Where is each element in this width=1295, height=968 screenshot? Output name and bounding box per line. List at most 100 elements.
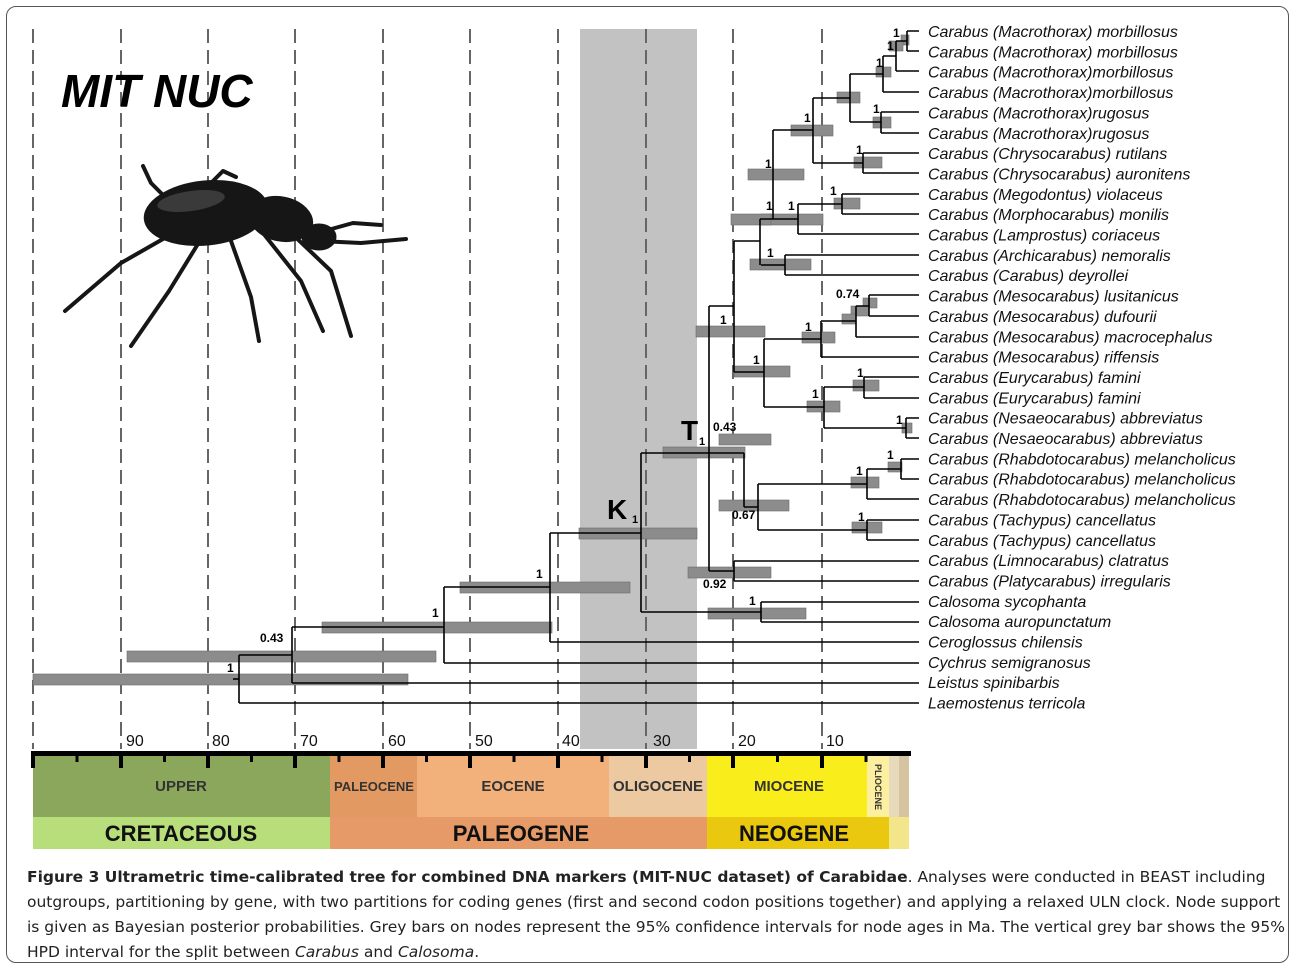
axis-tick-label: 30 — [653, 733, 671, 750]
support-value: 1 — [812, 387, 819, 401]
caption-title: Figure 3 Ultrametric time-calibrated tre… — [27, 868, 908, 886]
taxon-label: Carabus (Eurycarabus) famini — [928, 390, 1141, 407]
taxon-label: Carabus (Tachypus) cancellatus — [928, 533, 1156, 550]
taxon-label: Carabus (Mesocarabus) dufourii — [928, 309, 1157, 326]
k1-subscript: 1 — [632, 514, 638, 526]
epoch-label-upper: UPPER — [155, 778, 207, 795]
support-value: 0.92 — [703, 577, 727, 591]
panel-title: MIT NUC — [61, 65, 253, 117]
k1-label: K — [607, 494, 627, 525]
taxon-label: Carabus (Macrothorax) morbillosus — [928, 44, 1178, 61]
taxon-label: Carabus (Eurycarabus) famini — [928, 370, 1141, 387]
caption-text-2: and — [359, 943, 398, 961]
taxon-label: Calosoma sycophanta — [928, 594, 1086, 611]
support-value: 0.43 — [713, 420, 737, 434]
support-value: 1 — [887, 39, 894, 53]
hpd-band — [580, 29, 697, 749]
support-value: 1 — [857, 366, 864, 380]
epoch-label-pliocene: PLIOCENE — [873, 764, 883, 810]
caption-genus-1: Carabus — [295, 943, 359, 961]
support-value: 1 — [536, 567, 543, 581]
caption-genus-2: Calosoma — [398, 943, 474, 961]
taxon-label: Carabus (Limnocarabus) clatratus — [928, 553, 1169, 570]
taxon-label: Carabus (Mesocarabus) macrocephalus — [928, 329, 1213, 346]
taxon-label: Carabus (Rhabdotocarabus) melancholicus — [928, 472, 1236, 489]
phylogeny-figure: 1 1 1 1 1 1 1 1 1 1 1 1 1 1 1 1 1 1 1 1 … — [7, 7, 1288, 857]
taxon-label: Carabus (Carabus) deyrollei — [928, 268, 1129, 285]
period-label-paleogene: PALEOGENE — [453, 821, 590, 846]
epoch-label-miocene: MIOCENE — [754, 778, 824, 795]
taxon-label: Calosoma auropunctatum — [928, 614, 1111, 631]
taxon-label: Carabus (Mesocarabus) lusitanicus — [928, 289, 1179, 306]
axis-tick-label: 20 — [738, 733, 756, 750]
taxon-label: Carabus (Platycarabus) irregularis — [928, 573, 1171, 590]
period-quaternary — [889, 817, 909, 849]
time-scale: 90 80 70 60 50 40 30 20 10 — [31, 733, 911, 849]
axis-tick-label: 90 — [126, 733, 144, 750]
support-value: 1 — [749, 594, 756, 608]
support-value: 1 — [856, 143, 863, 157]
support-value: 0.43 — [260, 631, 284, 645]
epoch-quaternary-b — [899, 756, 909, 817]
support-value: 1 — [893, 26, 900, 40]
axis-tick-label: 40 — [562, 733, 580, 750]
support-value: 1 — [788, 199, 795, 213]
support-value: 0.67 — [732, 508, 756, 522]
taxon-label: Carabus (Megodontus) violaceus — [928, 187, 1163, 204]
support-value: 1 — [765, 157, 772, 171]
taxon-label: Carabus (Macrothorax)rugosus — [928, 105, 1149, 122]
epoch-label-paleocene: PALEOCENE — [334, 779, 414, 794]
taxon-label: Carabus (Macrothorax) morbillosus — [928, 24, 1178, 41]
axis-tick-label: 70 — [300, 733, 318, 750]
taxon-label: Carabus (Macrothorax)rugosus — [928, 126, 1149, 143]
taxon-label: Carabus (Nesaeocarabus) abbreviatus — [928, 431, 1203, 448]
axis-tick-label: 80 — [212, 733, 230, 750]
taxon-label: Ceroglossus chilensis — [928, 635, 1083, 652]
support-value: 1 — [887, 448, 894, 462]
taxon-label: Carabus (Macrothorax)morbillosus — [928, 85, 1173, 102]
support-value: 1 — [830, 184, 837, 198]
taxon-label: Carabus (Archicarabus) nemoralis — [928, 248, 1171, 265]
support-value: 1 — [896, 413, 903, 427]
support-value: 0.74 — [836, 287, 860, 301]
taxon-label: Carabus (Rhabdotocarabus) melancholicus — [928, 492, 1236, 509]
taxon-label: Carabus (Mesocarabus) riffensis — [928, 350, 1159, 367]
support-value: 1 — [804, 111, 811, 125]
taxon-label: Carabus (Lamprostus) coriaceus — [928, 228, 1160, 245]
period-label-neogene: NEOGENE — [739, 821, 849, 846]
support-value: 1 — [858, 510, 865, 524]
t1-subscript: 1 — [699, 436, 705, 448]
taxon-label: Carabus (Rhabdotocarabus) melancholicus — [928, 451, 1236, 468]
support-value: 1 — [767, 246, 774, 260]
support-value: 1 — [720, 313, 727, 327]
support-value: 1 — [805, 320, 812, 334]
epoch-quaternary-a — [889, 756, 899, 817]
epoch-label-eocene: EOCENE — [481, 778, 544, 795]
taxon-label: Carabus (Chrysocarabus) rutilans — [928, 146, 1167, 163]
figure-caption: Figure 3 Ultrametric time-calibrated tre… — [27, 865, 1289, 963]
taxon-label: Carabus (Morphocarabus) monilis — [928, 207, 1169, 224]
support-value: 1 — [753, 353, 760, 367]
taxon-label: Carabus (Chrysocarabus) auronitens — [928, 166, 1190, 183]
support-value: 1 — [873, 102, 880, 116]
support-value: 1 — [856, 464, 863, 478]
taxon-label: Cychrus semigranosus — [928, 655, 1091, 672]
taxon-label: Carabus (Macrothorax)morbillosus — [928, 65, 1173, 82]
taxon-label: Carabus (Nesaeocarabus) abbreviatus — [928, 411, 1203, 428]
t1-label: T — [681, 415, 698, 446]
support-value: 1 — [766, 199, 773, 213]
taxon-labels: Carabus (Macrothorax) morbillosusCarabus… — [928, 24, 1236, 713]
taxon-label: Leistus spinibarbis — [928, 675, 1060, 692]
epoch-label-oligocene: OLIGOCENE — [613, 778, 703, 795]
caption-text-3: . — [474, 943, 479, 961]
axis-tick-label: 50 — [475, 733, 493, 750]
axis-tick-label: 60 — [388, 733, 406, 750]
support-value: 1 — [227, 661, 234, 675]
taxon-label: Carabus (Tachypus) cancellatus — [928, 512, 1156, 529]
taxon-label: Laemostenus terricola — [928, 696, 1086, 713]
support-values: 1 1 1 1 1 1 1 1 1 1 1 1 1 1 1 1 1 1 1 1 … — [227, 26, 903, 675]
figure-frame: 1 1 1 1 1 1 1 1 1 1 1 1 1 1 1 1 1 1 1 1 … — [6, 6, 1289, 963]
axis-tick-label: 10 — [826, 733, 844, 750]
support-value: 1 — [876, 56, 883, 70]
support-value: 1 — [432, 606, 439, 620]
